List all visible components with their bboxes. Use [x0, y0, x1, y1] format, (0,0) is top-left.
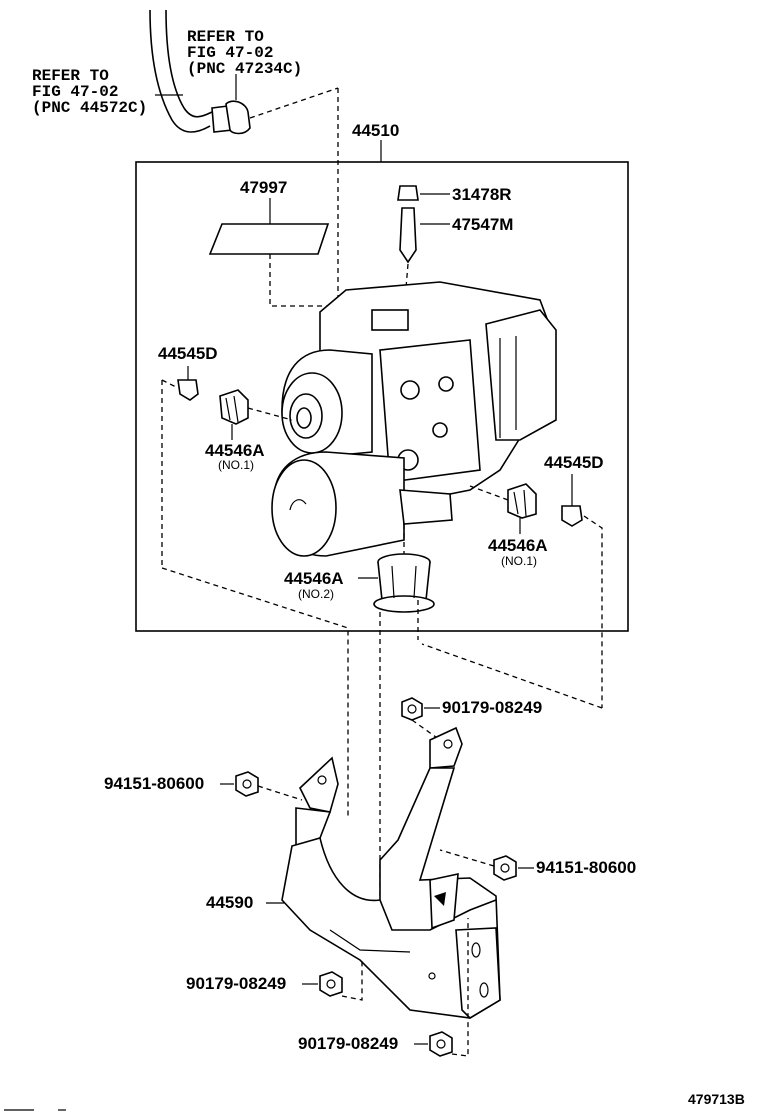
reference-line-2: FIG 47-02: [32, 83, 118, 101]
nut-94151-right: [493, 855, 517, 881]
part-number-44546a-right[interactable]: 44546A: [488, 536, 548, 555]
part-sub-no2-bottom: (NO.2): [298, 587, 334, 601]
part-number-94151-80600-left[interactable]: 94151-80600: [104, 774, 204, 793]
part-number-47547m[interactable]: 47547M: [452, 215, 513, 234]
part-number-90179-08249-top[interactable]: 90179-08249: [442, 698, 542, 717]
part-number-44546a-left[interactable]: 44546A: [205, 441, 265, 460]
part-number-44545d-right[interactable]: 44545D: [544, 453, 604, 472]
nut-90179-top: [401, 697, 423, 721]
grommet-44546a-no2: [373, 553, 435, 613]
label-plate-47997: [208, 223, 330, 255]
assembly-box-44510: [135, 161, 629, 632]
reference-line-1: REFER TO: [187, 28, 264, 46]
part-sub-no1-right: (NO.1): [501, 554, 537, 568]
grommet-44546a-left: [219, 389, 249, 425]
reference-line-3: (PNC 44572C): [32, 99, 147, 117]
part-sub-no1-left: (NO.1): [218, 458, 254, 472]
grommet-44546a-right: [507, 483, 537, 519]
diagram-code: 479713B: [688, 1091, 745, 1107]
abs-actuator-body: [271, 281, 557, 557]
bolt-44545d-right: [561, 505, 583, 527]
bolt-44545d-left: [177, 379, 199, 401]
nut-90179-mid: [319, 971, 343, 997]
tube-guide-dashed: [249, 87, 339, 119]
reference-line-3: (PNC 47234C): [187, 60, 302, 78]
part-number-44546a-bottom[interactable]: 44546A: [284, 569, 344, 588]
nut-94151-left: [235, 771, 259, 797]
part-number-90179-08249-mid[interactable]: 90179-08249: [186, 974, 286, 993]
bracket-44590: [281, 726, 501, 1020]
part-number-44510[interactable]: 44510: [352, 121, 399, 140]
reference-note-44572c[interactable]: REFER TO FIG 47-02 (PNC 44572C): [32, 67, 147, 117]
part-number-94151-80600-right[interactable]: 94151-80600: [536, 858, 636, 877]
brake-tube-drawing: [149, 9, 251, 135]
part-number-44590[interactable]: 44590: [206, 893, 253, 912]
bleeder-plug-47547m: [399, 207, 417, 264]
reference-line-1: REFER TO: [32, 67, 109, 85]
cap-31478r: [397, 185, 419, 201]
reference-note-47234c[interactable]: REFER TO FIG 47-02 (PNC 47234C): [187, 28, 302, 78]
part-number-47997[interactable]: 47997: [240, 178, 287, 197]
part-number-90179-08249-bottom[interactable]: 90179-08249: [298, 1034, 398, 1053]
part-number-31478r[interactable]: 31478R: [452, 185, 512, 204]
part-number-44545d-left[interactable]: 44545D: [158, 344, 218, 363]
nut-90179-bottom: [429, 1031, 453, 1057]
reference-line-2: FIG 47-02: [187, 44, 273, 62]
